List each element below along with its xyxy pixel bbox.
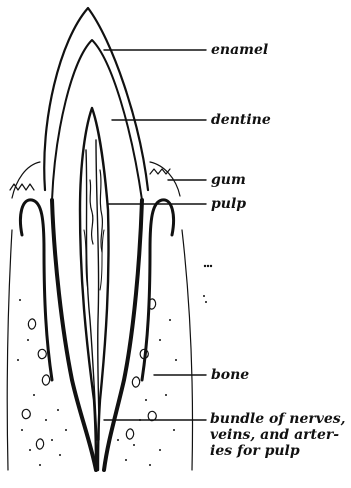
label-bone: bone (211, 367, 249, 383)
pulp-chamber (80, 108, 109, 470)
bone-outline-right (182, 230, 193, 470)
gum-right (142, 200, 174, 380)
gum-left (20, 200, 52, 380)
label-bundle-line-2: veins, and arter- (210, 427, 346, 443)
label-bundle-line-3: ies for pulp (210, 443, 346, 459)
label-gum: gum (211, 172, 246, 188)
label-enamel: enamel (211, 42, 268, 58)
bone-stipple (17, 265, 212, 466)
label-bundle-line-1: bundle of nerves, (210, 411, 346, 427)
bone-outline-left (7, 230, 12, 470)
root-wall-right (104, 200, 142, 470)
label-dentine: dentine (211, 112, 271, 128)
label-bundle: bundle of nerves, veins, and arter- ies … (210, 411, 346, 459)
label-pulp: pulp (211, 196, 246, 212)
root-wall-left (52, 200, 96, 470)
